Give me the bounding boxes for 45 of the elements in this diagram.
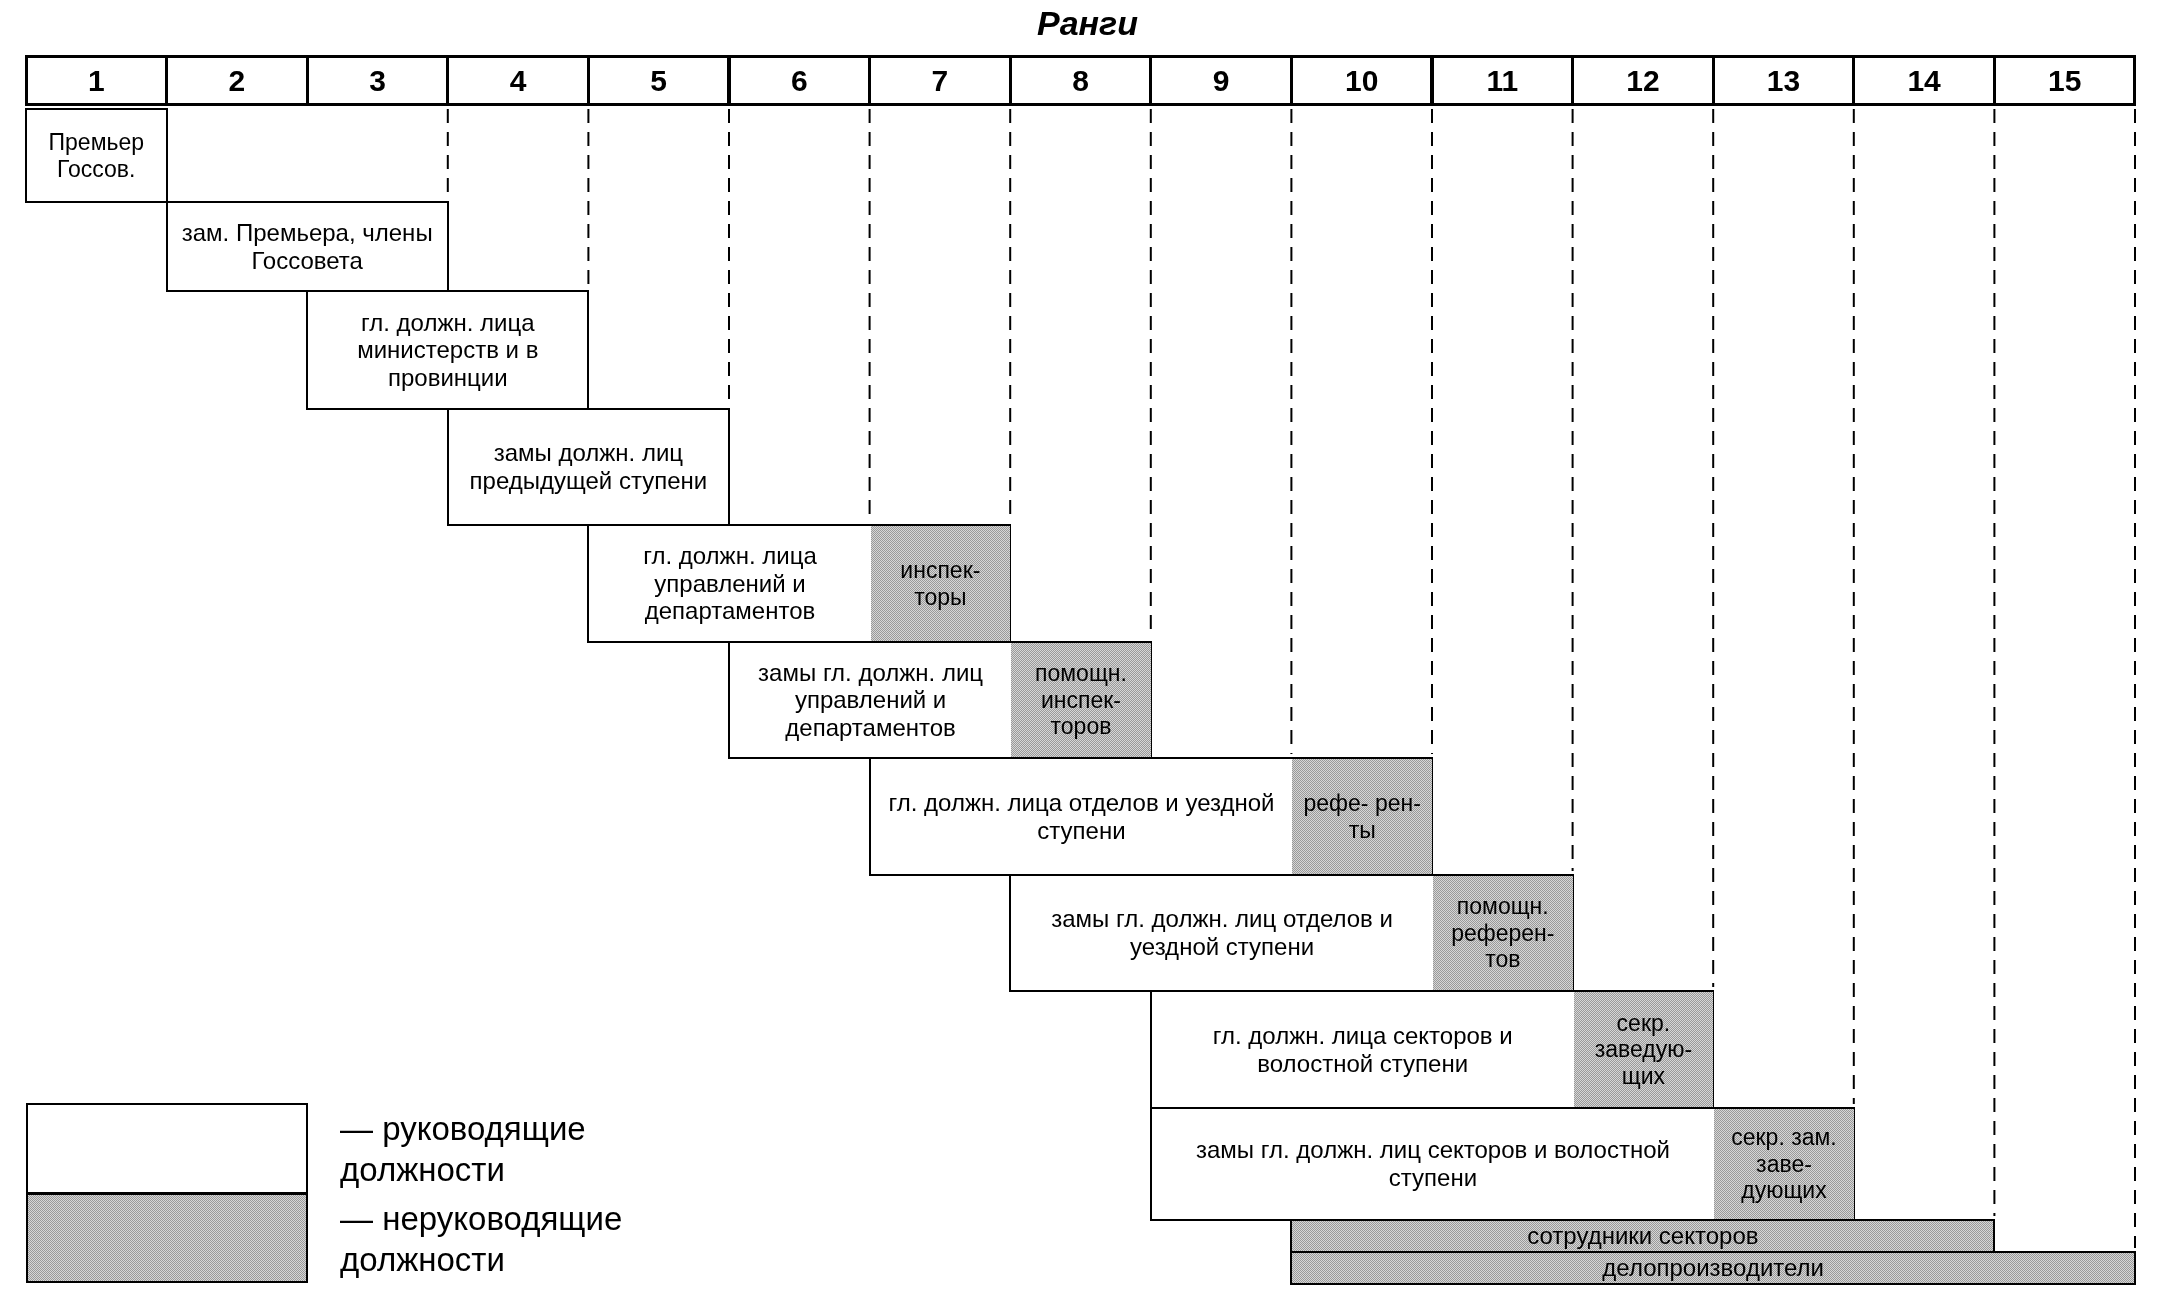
position-box (1149, 990, 1715, 1109)
shaded-cell (1292, 759, 1432, 874)
shaded-cell (870, 526, 1011, 641)
position-label: помощн. референ- тов (1450, 893, 1556, 973)
position-box (446, 408, 730, 526)
position-box (1149, 1107, 1855, 1221)
position-label: гл. должн. лица секторов и волостной ступени (1211, 1021, 1514, 1078)
rank-number: 9 (1149, 55, 1293, 106)
position-box (25, 108, 168, 203)
rank-number: 2 (165, 55, 309, 106)
rank-number: 14 (1852, 55, 1996, 106)
position-label: гл. должн. лица отделов и уездной ступени (887, 788, 1276, 845)
position-box (165, 201, 449, 292)
position-label: секр. зам. заве- дующих (1730, 1124, 1838, 1204)
position-label: сотрудники секторов (1527, 1222, 1759, 1250)
position-label: рефе- рен- ты (1302, 790, 1422, 843)
shaded-cell (1433, 876, 1573, 990)
rank-number: 12 (1571, 55, 1715, 106)
rank-number: 7 (868, 55, 1012, 106)
position-box (587, 524, 1012, 643)
shaded-cell (1573, 992, 1714, 1107)
rank-number: 4 (446, 55, 590, 106)
shaded-cell (1011, 643, 1151, 757)
legend-label: — неруководящие должности (340, 1199, 624, 1281)
position-box (868, 757, 1433, 876)
position-label: делопроизводители (1602, 1254, 1824, 1282)
position-label: замы гл. должн. лиц секторов и волостной ступени (1195, 1136, 1671, 1192)
position-label: гл. должн. лица управлений и департаментов (642, 542, 818, 625)
position-label: секр. заведую- щих (1593, 1009, 1694, 1090)
position-label: инспек- торы (899, 557, 982, 610)
position-box (1290, 1219, 1996, 1253)
position-box (1290, 1251, 2136, 1285)
position-label: помощн. инспек- торов (1034, 660, 1128, 740)
position-label: замы должн. лиц предыдущей ступени (468, 439, 709, 495)
position-box (306, 290, 590, 410)
position-box (1009, 874, 1574, 992)
legend-label: — руководящие должности (340, 1109, 587, 1191)
position-label: замы гл. должн. лиц управлений и департаментов (757, 658, 985, 742)
position-label: зам. Премьера, члены Госсовета (180, 218, 434, 275)
position-label: Премьер Госсов. (47, 129, 146, 182)
diagram-title: Ранги (1035, 4, 1139, 43)
position-label: замы гл. должн. лиц отделов и уездной ступени (1050, 905, 1394, 961)
position-box (728, 641, 1152, 759)
shaded-cell (1714, 1109, 1854, 1219)
position-label: гл. должн. лица министерств и в провинции (356, 308, 540, 392)
